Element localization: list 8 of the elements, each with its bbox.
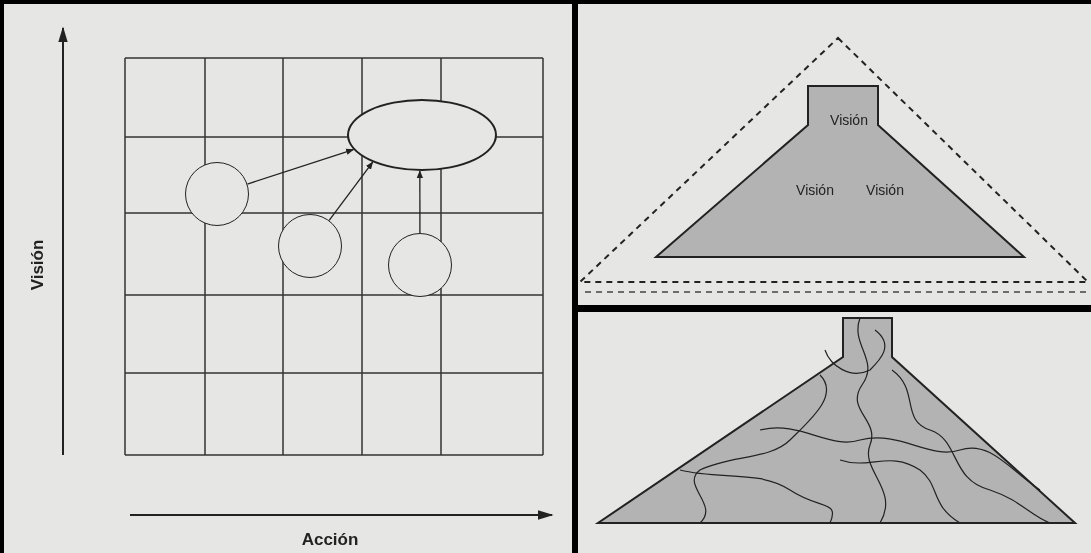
shape-label: Visión [866, 182, 904, 198]
arrow [416, 170, 424, 234]
shape-label: Visión [830, 112, 868, 128]
vertical-axis-label: Visión [28, 239, 48, 291]
shape-label: Visión [796, 182, 834, 198]
arrow [246, 148, 355, 185]
horizontal-axis-label: Acción [301, 530, 359, 550]
arrow [328, 161, 374, 221]
